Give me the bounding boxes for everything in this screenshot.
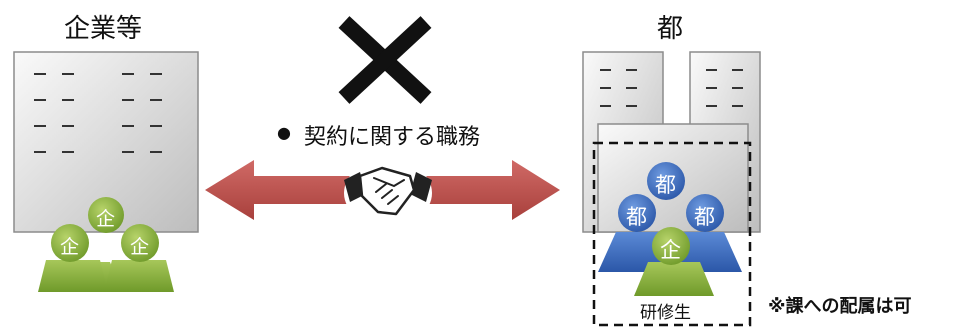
company-people-group bbox=[38, 197, 174, 292]
company-person-right bbox=[104, 224, 174, 292]
trainee-person bbox=[634, 227, 714, 296]
company-person-back-char: 企 bbox=[96, 208, 116, 230]
department-dashed-box bbox=[592, 141, 752, 327]
trainee-person-char: 企 bbox=[660, 238, 681, 262]
company-person-right-char: 企 bbox=[130, 236, 150, 258]
trainee-label: 研修生 bbox=[640, 303, 691, 323]
double-arrow bbox=[205, 160, 560, 220]
handshake-icon bbox=[344, 159, 432, 227]
relation-bullet: ● bbox=[277, 123, 291, 142]
left-party-title: 企業等 bbox=[64, 14, 143, 44]
staff-person-top bbox=[647, 162, 685, 200]
relation-label: 契約に関する職務 bbox=[304, 125, 481, 150]
company-person-left-char: 企 bbox=[60, 236, 80, 258]
staff-person-top-char: 都 bbox=[655, 173, 676, 197]
staff-person-left bbox=[618, 194, 656, 232]
staff-person-right-char: 都 bbox=[694, 205, 715, 229]
prohibited-x-mark bbox=[338, 16, 432, 104]
staff-person-right bbox=[686, 194, 724, 232]
staff-person-left-char: 都 bbox=[626, 205, 647, 229]
assignment-note: ※課への配属は可 bbox=[768, 296, 912, 317]
company-person-left bbox=[38, 224, 108, 292]
right-party-title: 都 bbox=[657, 14, 684, 44]
